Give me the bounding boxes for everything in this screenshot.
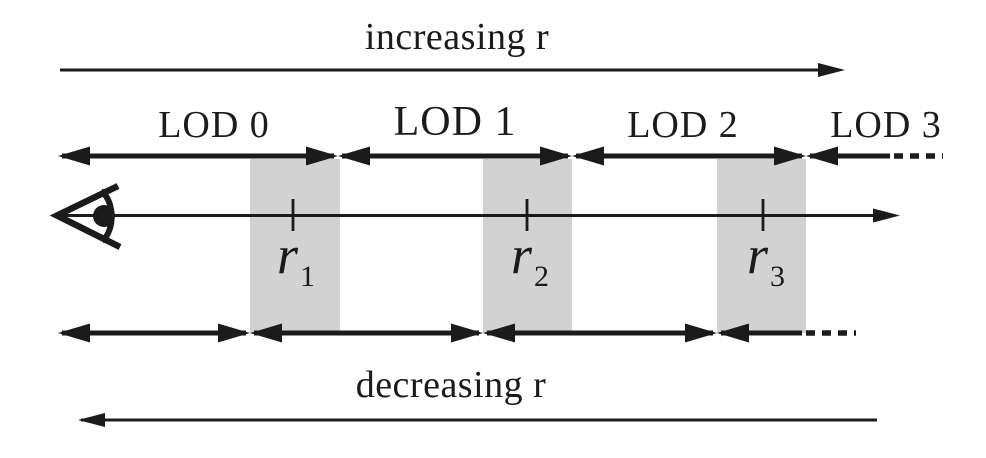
threshold-r2-base: r	[510, 225, 533, 285]
threshold-r2-subscript: 2	[534, 260, 550, 293]
lod-1-range-label: LOD 1	[393, 99, 517, 145]
transition-band-r1	[250, 159, 340, 333]
threshold-r1-subscript: 1	[300, 260, 316, 293]
transition-band-r2	[483, 159, 572, 333]
threshold-r3-label: r3	[746, 225, 785, 292]
threshold-r1-label: r1	[276, 225, 315, 292]
lod2-lower-range-arrow	[483, 323, 717, 343]
lod2-upper-range-arrow	[572, 146, 806, 166]
lod1-upper-range-arrow	[338, 146, 572, 166]
lod0-upper-range-arrow	[58, 146, 338, 166]
threshold-r1-base: r	[276, 225, 299, 285]
lod0-lower-range-arrow	[58, 323, 250, 343]
distance-axis	[57, 199, 900, 231]
threshold-r2-label: r2	[510, 225, 549, 292]
lod3-lower-range-arrow	[717, 323, 856, 343]
transition-band-r3	[717, 159, 806, 333]
lod3-upper-range-arrow	[806, 146, 943, 166]
threshold-r3-base: r	[746, 225, 769, 285]
lod-2-range-label: LOD 2	[627, 104, 739, 146]
decreasing-r-label: decreasing r	[355, 364, 547, 406]
eye-icon	[49, 183, 122, 250]
threshold-r3-subscript: 3	[770, 260, 786, 293]
increasing-r-arrow	[60, 63, 845, 77]
decreasing-r-arrow	[78, 413, 877, 427]
lod-0-range-label: LOD 0	[158, 104, 270, 146]
increasing-r-label: increasing r	[364, 16, 550, 58]
lod1-lower-range-arrow	[250, 323, 483, 343]
lod-3-range-label: LOD 3	[830, 104, 942, 146]
